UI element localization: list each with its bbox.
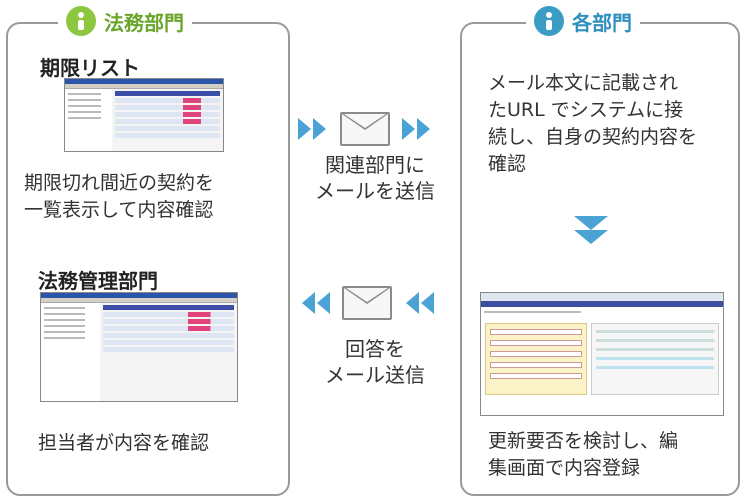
edit-screen-description: 更新要否を検討し、編 集画面で内容登録 [488,430,679,479]
legal-management-title: 法務管理部門 [38,269,158,293]
each-department-description: メール本文に記載され たURL でシステムに接 続し、自身の契約内容を 確認 [488,72,698,175]
deadline-list-description: 期限切れ間近の契約を 一覧表示して内容確認 [24,172,215,221]
chevron-left-icon [317,292,330,314]
chevron-left-icon [302,292,315,314]
edit-screen-screenshot [480,292,724,416]
deadline-list-screenshot [64,78,224,152]
chevron-right-icon [298,118,311,140]
each-department-title: 各部門 [572,10,632,35]
each-department-panel [460,22,740,496]
legal-management-screenshot [40,292,238,402]
person-icon [534,6,564,36]
deadline-list-title: 期限リスト [40,56,140,80]
chevron-right-icon [417,118,430,140]
chevron-right-icon [402,118,415,140]
legal-management-description: 担当者が内容を確認 [38,432,210,454]
each-department-header: 各部門 [526,6,640,36]
chevron-left-icon [421,292,434,314]
chevron-right-icon [313,118,326,140]
person-icon [66,6,96,36]
legal-department-title: 法務部門 [104,10,184,35]
chevron-left-icon [406,292,419,314]
send-mail-caption: 関連部門に メールを送信 [315,153,435,203]
send-mail-flow [298,112,432,146]
chevron-down-icon [574,214,610,254]
mail-icon [342,286,392,320]
reply-mail-caption: 回答を メール送信 [325,337,425,387]
mail-icon [340,112,390,146]
legal-department-header: 法務部門 [58,6,192,36]
reply-mail-flow [300,286,434,320]
